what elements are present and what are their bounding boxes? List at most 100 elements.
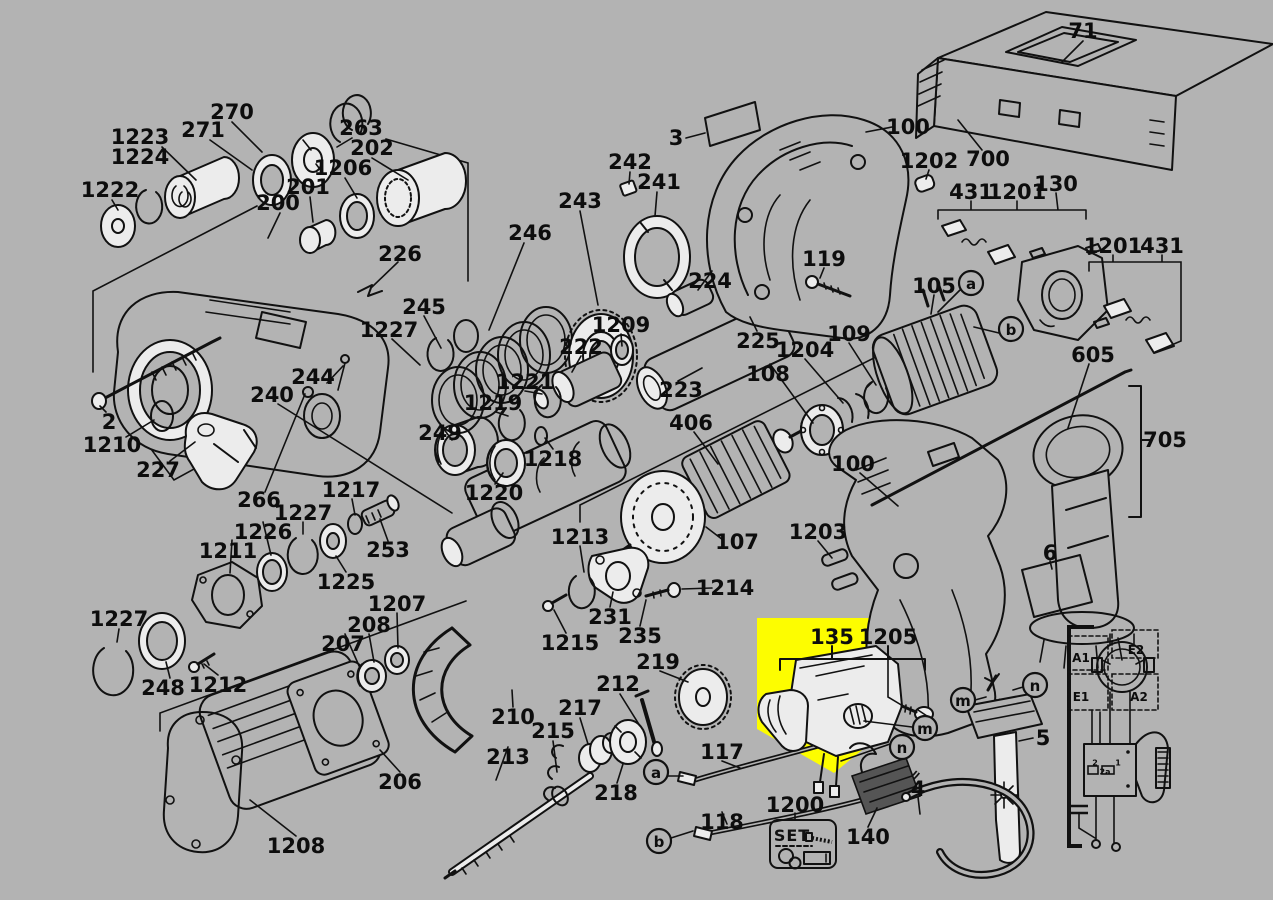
part-label-1211: 1211 [199, 539, 257, 563]
part-label-217: 217 [558, 696, 602, 720]
snap-ring-1224 [135, 189, 164, 225]
set-box-title: SET [774, 826, 810, 845]
part-label-1202: 1202 [900, 149, 958, 173]
part-label-212: 212 [596, 672, 640, 696]
part-label-266: 266 [237, 488, 281, 512]
callout-letter-b: b [1006, 321, 1017, 339]
wiring-label-1: 1 [1115, 759, 1121, 768]
callout-circle-b [645, 827, 673, 855]
air-baffle-210 [411, 626, 474, 754]
o-ring-1218 [534, 426, 548, 446]
part-label-1201: 1201 [1084, 234, 1142, 258]
part-label-1227: 1227 [360, 318, 418, 342]
ring-248 [138, 612, 186, 670]
piston-222 [533, 351, 623, 410]
set-kit-box-1200: SET [769, 819, 837, 870]
pins-1203 [821, 548, 859, 591]
part-label-4: 4 [911, 777, 926, 801]
part-label-201: 201 [286, 175, 330, 199]
wiring-label-A1: A1 [1072, 651, 1090, 665]
callout-circle-m [911, 714, 939, 742]
part-label-215: 215 [531, 719, 575, 743]
part-label-1223: 1223 [111, 125, 169, 149]
callout-letter-n: n [897, 739, 908, 757]
nameplate-6 [1021, 554, 1093, 618]
mode-knob-227 [183, 412, 258, 491]
part-label-210: 210 [491, 705, 535, 729]
clutch-cam-218 [609, 719, 647, 765]
bracket-130 [937, 192, 1087, 220]
part-label-1217: 1217 [322, 478, 380, 502]
snap-ring-245 [426, 337, 455, 372]
spring-washer-263 [329, 94, 372, 143]
part-label-1212: 1212 [189, 673, 247, 697]
part-label-605: 605 [1071, 343, 1115, 367]
part-label-222: 222 [559, 335, 603, 359]
ring-1226 [256, 552, 288, 592]
part-label-249: 249 [418, 421, 462, 445]
wiring-label-A2: A2 [1130, 690, 1148, 704]
part-label-1204: 1204 [776, 338, 834, 362]
part-label-1209: 1209 [592, 313, 650, 337]
part-label-130: 130 [1034, 172, 1078, 196]
part-label-1213: 1213 [551, 525, 609, 549]
wiring-schematic [1067, 625, 1171, 852]
sleeve-1202 [914, 174, 936, 193]
field-coil-105 [871, 284, 999, 416]
damper-rings-1204 [837, 393, 870, 423]
part-label-253: 253 [366, 538, 410, 562]
callout-letter-b: b [654, 833, 665, 851]
callout-circle-m [949, 686, 977, 714]
bracket-1201-431 [1088, 254, 1182, 353]
part-label-100: 100 [886, 115, 930, 139]
part-label-245: 245 [402, 295, 446, 319]
pin-244 [337, 354, 350, 391]
trigger [757, 689, 809, 752]
washer-1225 [319, 523, 347, 559]
nut-201 [299, 219, 337, 254]
through-bolt-2 [91, 336, 222, 410]
part-label-108: 108 [746, 362, 790, 386]
stud-253 [360, 494, 400, 527]
flange-231 [587, 546, 650, 604]
part-label-208: 208 [347, 613, 391, 637]
gasket-1208 [162, 711, 244, 854]
part-label-1215: 1215 [541, 631, 599, 655]
spindle-240 [440, 420, 632, 568]
part-label-200: 200 [256, 191, 300, 215]
part-label-248: 248 [141, 676, 185, 700]
part-label-1226: 1226 [234, 520, 292, 544]
part-label-700: 700 [966, 147, 1010, 171]
part-label-135: 135 [810, 625, 854, 649]
part-label-1200: 1200 [766, 793, 824, 817]
part-label-1227: 1227 [274, 501, 332, 525]
screw-1212 [188, 652, 216, 673]
callout-letter-a: a [651, 764, 661, 782]
callout-letter-a: a [966, 275, 976, 293]
part-label-241: 241 [637, 170, 681, 194]
part-label-100: 100 [831, 452, 875, 476]
case-handle-recess-71 [1005, 26, 1137, 67]
part-label-1225: 1225 [317, 570, 375, 594]
part-label-1221: 1221 [496, 370, 554, 394]
part-label-1206: 1206 [314, 156, 372, 180]
part-label-5: 5 [1036, 726, 1051, 750]
part-label-2: 2 [102, 410, 117, 434]
brush-spring-a [961, 238, 987, 246]
part-label-118: 118 [700, 810, 744, 834]
nameplate-3 [704, 101, 761, 147]
part-label-226: 226 [378, 242, 422, 266]
part-label-71: 71 [1068, 19, 1097, 43]
retaining-ring-109 [863, 381, 890, 414]
chuck-cap-1222 [100, 204, 136, 248]
leader-lines [99, 40, 1090, 839]
ring-1206 [339, 193, 375, 239]
part-label-1222: 1222 [81, 178, 139, 202]
bracket-705 [1128, 385, 1151, 518]
carrying-case-700 [915, 11, 1273, 171]
screw-1214 [644, 582, 681, 599]
part-label-431: 431 [949, 180, 993, 204]
part-label-105: 105 [912, 274, 956, 298]
